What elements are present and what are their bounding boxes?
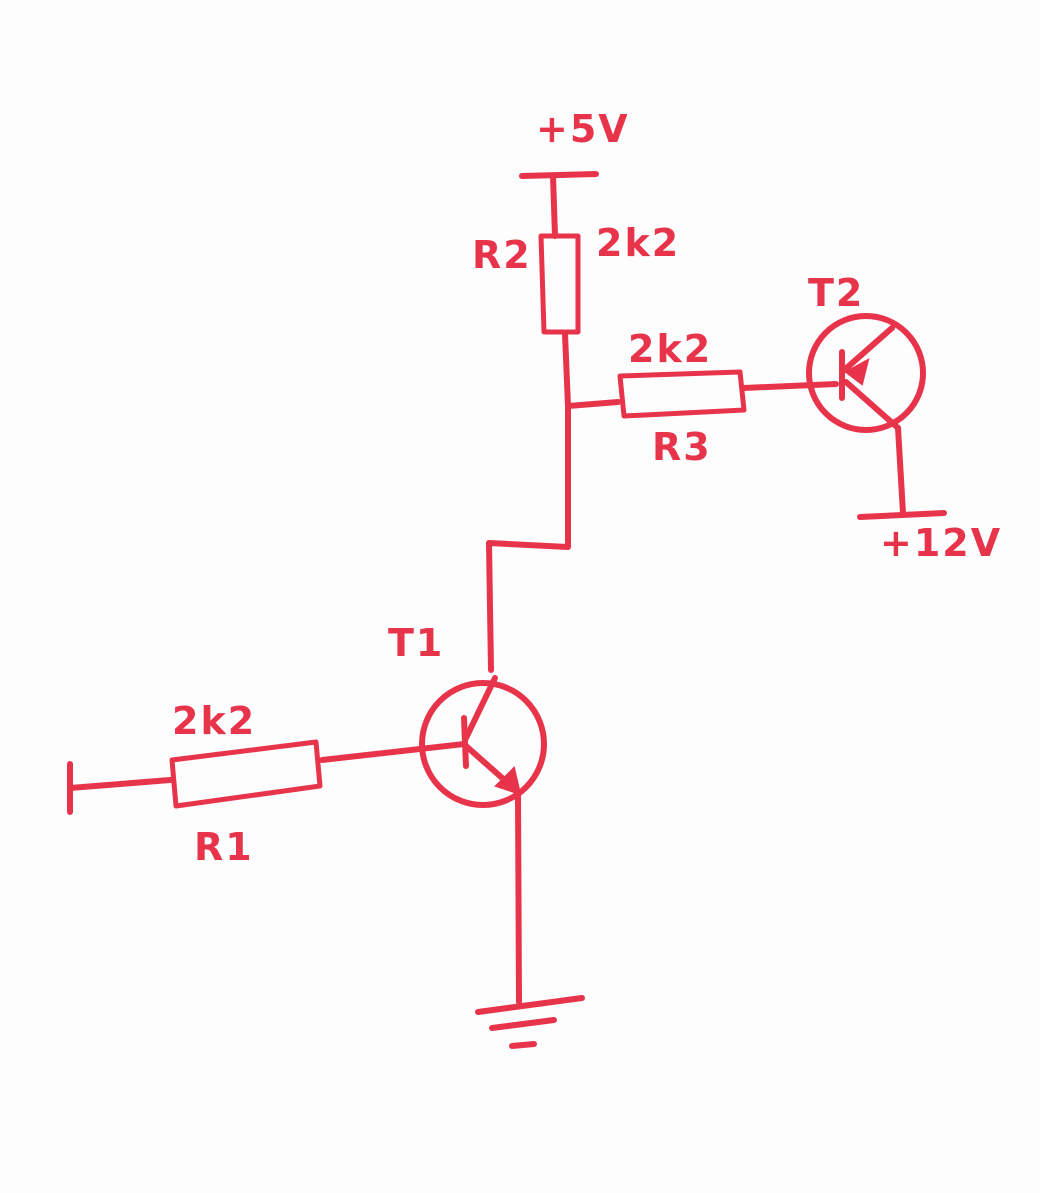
resistor-r2-body [538,233,581,335]
resistor-r1-body [169,739,323,809]
transistor-t2-emitter [843,379,901,431]
wire-r2-to-node [562,331,571,409]
resistor-r2: R2 2k2 [472,221,680,335]
ground [475,791,585,1049]
supply-5v-lead [550,173,558,239]
wire-node-to-t1 [486,403,571,673]
resistor-r3: 2k2 R3 [617,327,747,469]
resistor-r2-name: R2 [472,233,532,277]
transistor-t2-name: T2 [808,271,864,315]
wire-node-to-r3 [565,399,621,409]
resistor-r1: 2k2 R1 [169,699,323,869]
wire-input-to-r1 [67,777,173,791]
transistor-t2-collector [839,325,895,375]
supply-5v-bar [519,171,599,179]
transistor-t1-arrow [494,766,522,796]
transistor-t1-circle [419,680,547,808]
ground-bar-3 [509,1041,537,1049]
resistor-r3-body [617,369,747,419]
resistor-r3-name: R3 [652,425,712,469]
resistor-r1-value: 2k2 [172,699,256,743]
ground-lead [515,791,522,1005]
supply-5v: +5V [519,107,630,239]
transistor-t1-name: T1 [388,621,444,665]
supply-12v-lead [895,425,906,516]
ground-bar-1 [475,995,585,1015]
transistor-t2: T2 [806,271,926,433]
resistor-r2-value: 2k2 [596,221,680,265]
wire-r1-to-t1 [319,741,467,763]
transistor-t1: T1 [388,621,547,808]
supply-5v-label: +5V [536,107,630,151]
transistor-t2-arrow [844,358,870,386]
resistor-r3-value: 2k2 [628,327,712,371]
supply-12v: +12V [857,425,1002,565]
supply-12v-label: +12V [880,521,1002,565]
supply-12v-bar [857,510,947,520]
ground-bar-2 [489,1017,557,1031]
transistor-t2-circle [806,313,926,433]
transistor-t1-collector [463,675,498,741]
resistor-r1-name: R1 [194,825,254,869]
wire-r3-to-t2 [741,381,839,391]
